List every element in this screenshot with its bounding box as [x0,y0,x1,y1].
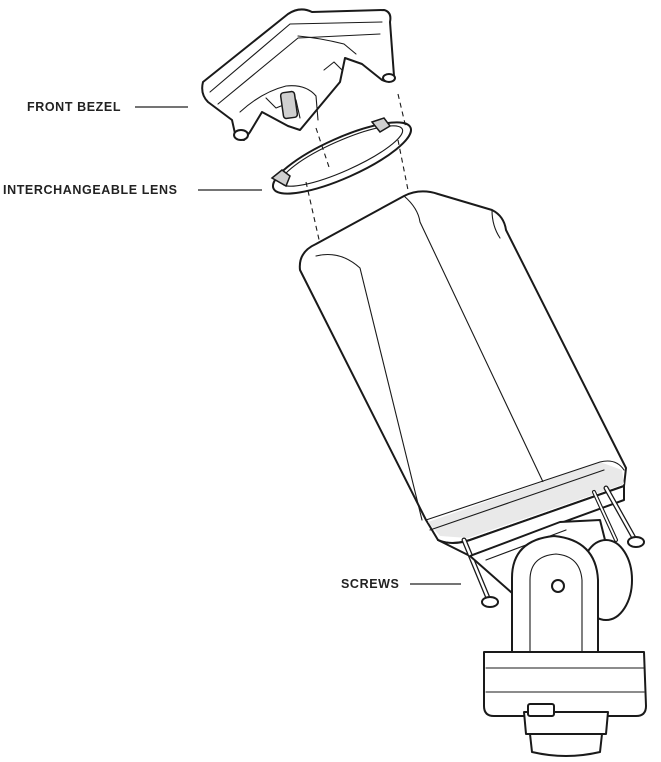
interchangeable-lens-label: INTERCHANGEABLE LENS [3,183,178,197]
mount [469,519,647,757]
interchangeable-lens [270,117,412,195]
camera-housing [298,190,627,557]
alignment-lines [305,93,411,245]
screws-label: SCREWS [341,577,399,591]
screws [461,485,645,608]
front-bezel-label: FRONT BEZEL [27,100,121,114]
front-bezel [201,8,396,141]
